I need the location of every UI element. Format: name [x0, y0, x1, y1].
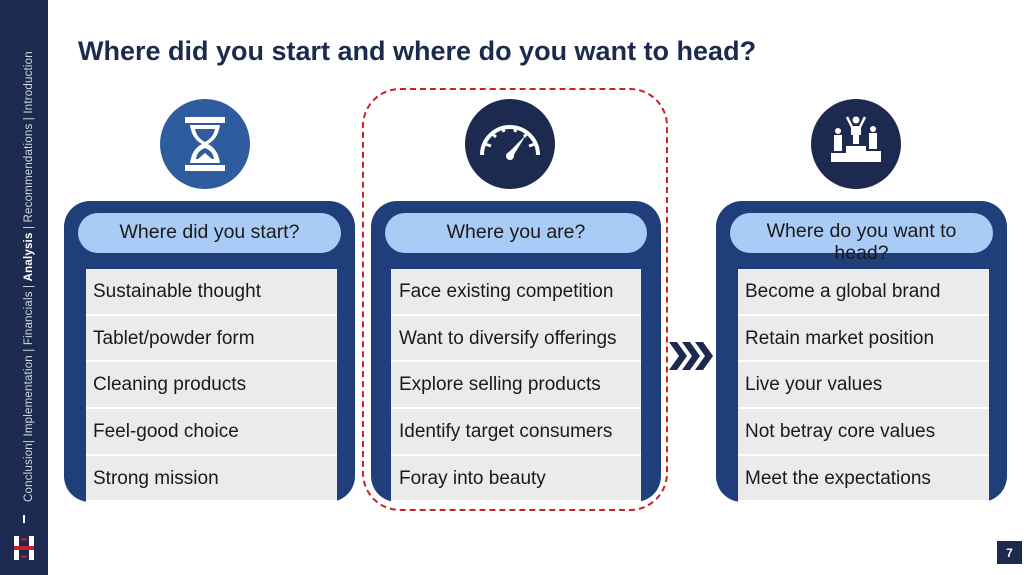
start-column-list: Sustainable thought Tablet/powder form C… [86, 269, 337, 503]
company-logo [14, 536, 34, 560]
list-item: Face existing competition [391, 269, 641, 316]
list-item: Meet the expectations [738, 455, 989, 503]
speedometer-icon [480, 125, 540, 160]
list-item: Become a global brand [738, 269, 989, 316]
breadcrumb-active-section: Analysis [23, 232, 35, 282]
section-breadcrumb: Conclusion| Implementation | Financials … [23, 51, 36, 502]
podium-icon-circle [811, 99, 901, 189]
page-number: 7 [997, 541, 1022, 564]
list-item: Want to diversify offerings [391, 315, 641, 363]
list-item: Live your values [738, 362, 989, 409]
start-column-panel: Where did you start? Sustainable thought… [64, 201, 355, 503]
breadcrumb-before-active: Conclusion| Implementation | Financials … [23, 281, 35, 502]
list-item: Explore selling products [391, 362, 641, 409]
podium-icon [831, 116, 881, 162]
current-state-highlight-frame [362, 88, 668, 511]
list-item: Identify target consumers [391, 408, 641, 456]
list-item: Retain market position [738, 315, 989, 363]
list-item: Not betray core values [738, 408, 989, 456]
current-column-list: Face existing competition Want to divers… [391, 269, 641, 502]
hourglass-icon [185, 117, 225, 171]
list-item: Foray into beauty [391, 455, 641, 502]
goal-column-panel: Where do you want to head? Become a glob… [716, 201, 1007, 503]
list-item: Feel-good choice [86, 408, 337, 456]
current-column-heading: Where you are? [385, 213, 647, 253]
list-item: Cleaning products [86, 362, 337, 409]
current-column-panel: Where you are? Face existing competition… [371, 201, 661, 502]
goal-column-heading: Where do you want to head? [730, 213, 993, 264]
breadcrumb-after-active: | Recommendations | Introduction [23, 51, 35, 233]
speedometer-icon-circle [465, 99, 555, 189]
page-title: Where did you start and where do you wan… [78, 36, 757, 66]
list-item: Tablet/powder form [86, 315, 337, 363]
breadcrumb-divider [23, 515, 25, 523]
list-item: Sustainable thought [86, 269, 337, 316]
start-column-heading: Where did you start? [78, 213, 341, 253]
triple-chevron-right-icon [669, 342, 713, 370]
side-navigation-strip: Conclusion| Implementation | Financials … [0, 0, 48, 575]
goal-column-list: Become a global brand Retain market posi… [738, 269, 989, 503]
list-item: Strong mission [86, 455, 337, 503]
hourglass-icon-circle [160, 99, 250, 189]
